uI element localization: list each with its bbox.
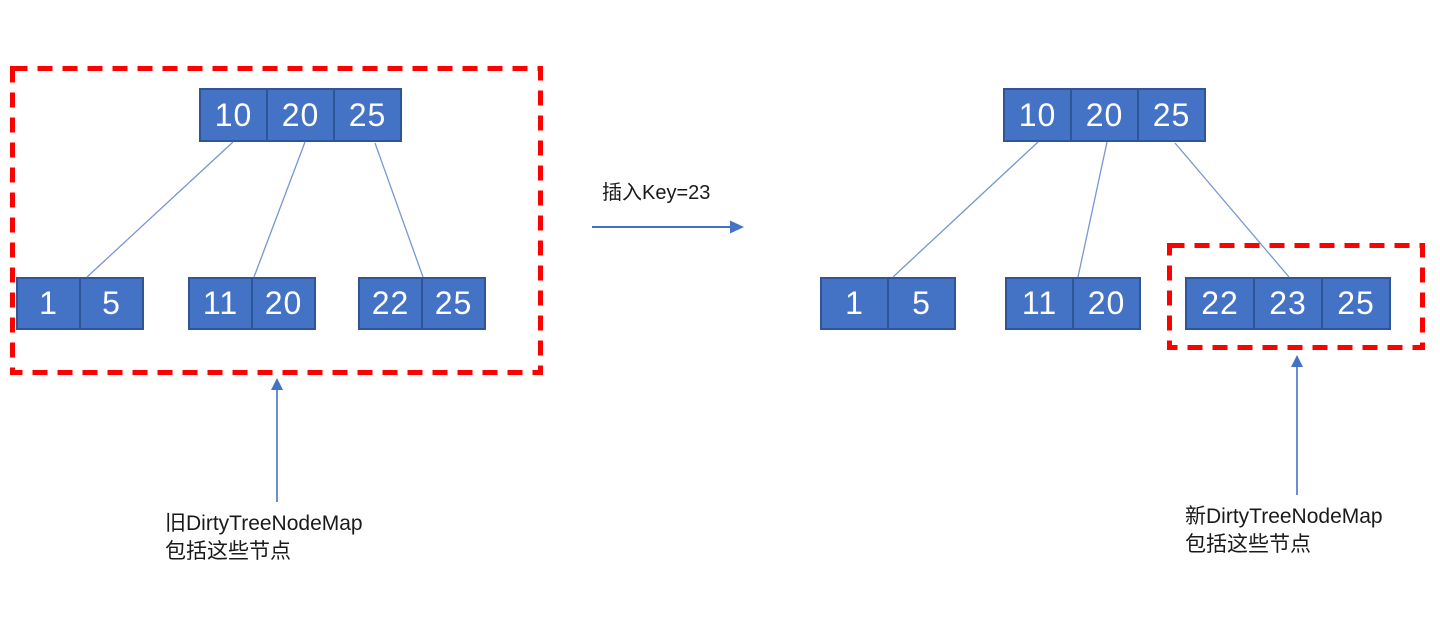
insert-key-label: 插入Key=23 bbox=[602, 182, 711, 204]
right-leaf-node-1: 1 5 bbox=[820, 277, 956, 330]
btree-key-cell: 10 bbox=[1003, 88, 1072, 142]
annotation-line-1: 旧DirtyTreeNodeMap bbox=[165, 512, 363, 535]
btree-key-cell: 1 bbox=[16, 277, 81, 330]
annotation-line-1: 新DirtyTreeNodeMap bbox=[1185, 505, 1383, 528]
annotation-line-2: 包括这些节点 bbox=[165, 540, 291, 563]
btree-key-cell: 25 bbox=[1137, 88, 1206, 142]
old-dirtymap-label: 旧DirtyTreeNodeMap 包括这些节点 bbox=[165, 510, 363, 566]
btree-key-cell: 23 bbox=[1253, 277, 1323, 330]
btree-key-cell: 25 bbox=[421, 277, 486, 330]
right-tree-connector-3 bbox=[1174, 142, 1290, 278]
btree-key-cell: 1 bbox=[820, 277, 889, 330]
new-dirtymap-label: 新DirtyTreeNodeMap 包括这些节点 bbox=[1185, 503, 1383, 559]
insert-arrow bbox=[592, 220, 744, 234]
btree-key-cell: 5 bbox=[887, 277, 956, 330]
left-tree-connector-2 bbox=[253, 141, 306, 278]
btree-key-cell: 10 bbox=[199, 88, 268, 142]
right-tree-connector-2 bbox=[1077, 141, 1108, 278]
left-leaf-node-3: 22 25 bbox=[358, 277, 486, 330]
btree-key-cell: 20 bbox=[266, 88, 335, 142]
btree-key-cell: 22 bbox=[358, 277, 423, 330]
btree-key-cell: 20 bbox=[1070, 88, 1139, 142]
btree-key-cell: 25 bbox=[1321, 277, 1391, 330]
left-tree-connector-3 bbox=[374, 142, 424, 278]
old-dirtymap-pointer-arrow bbox=[271, 378, 283, 502]
new-pointer-head bbox=[1291, 355, 1303, 367]
left-leaf-node-2: 11 20 bbox=[188, 277, 316, 330]
right-root-node: 10 20 25 bbox=[1003, 88, 1206, 142]
insert-arrow-head bbox=[730, 220, 744, 234]
btree-key-cell: 5 bbox=[79, 277, 144, 330]
btree-key-cell: 11 bbox=[1005, 277, 1074, 330]
btree-key-cell: 22 bbox=[1185, 277, 1255, 330]
right-tree-connector-1 bbox=[892, 141, 1039, 278]
btree-key-cell: 20 bbox=[251, 277, 316, 330]
btree-key-cell: 25 bbox=[333, 88, 402, 142]
btree-key-cell: 11 bbox=[188, 277, 253, 330]
left-leaf-node-1: 1 5 bbox=[16, 277, 144, 330]
new-dirtymap-pointer-arrow bbox=[1291, 355, 1303, 495]
right-leaf-node-3: 22 23 25 bbox=[1185, 277, 1391, 330]
annotation-line-2: 包括这些节点 bbox=[1185, 533, 1311, 556]
left-tree-connector-1 bbox=[86, 141, 234, 278]
left-root-node: 10 20 25 bbox=[199, 88, 402, 142]
btree-key-cell: 20 bbox=[1072, 277, 1141, 330]
old-pointer-head bbox=[271, 378, 283, 390]
right-leaf-node-2: 11 20 bbox=[1005, 277, 1141, 330]
